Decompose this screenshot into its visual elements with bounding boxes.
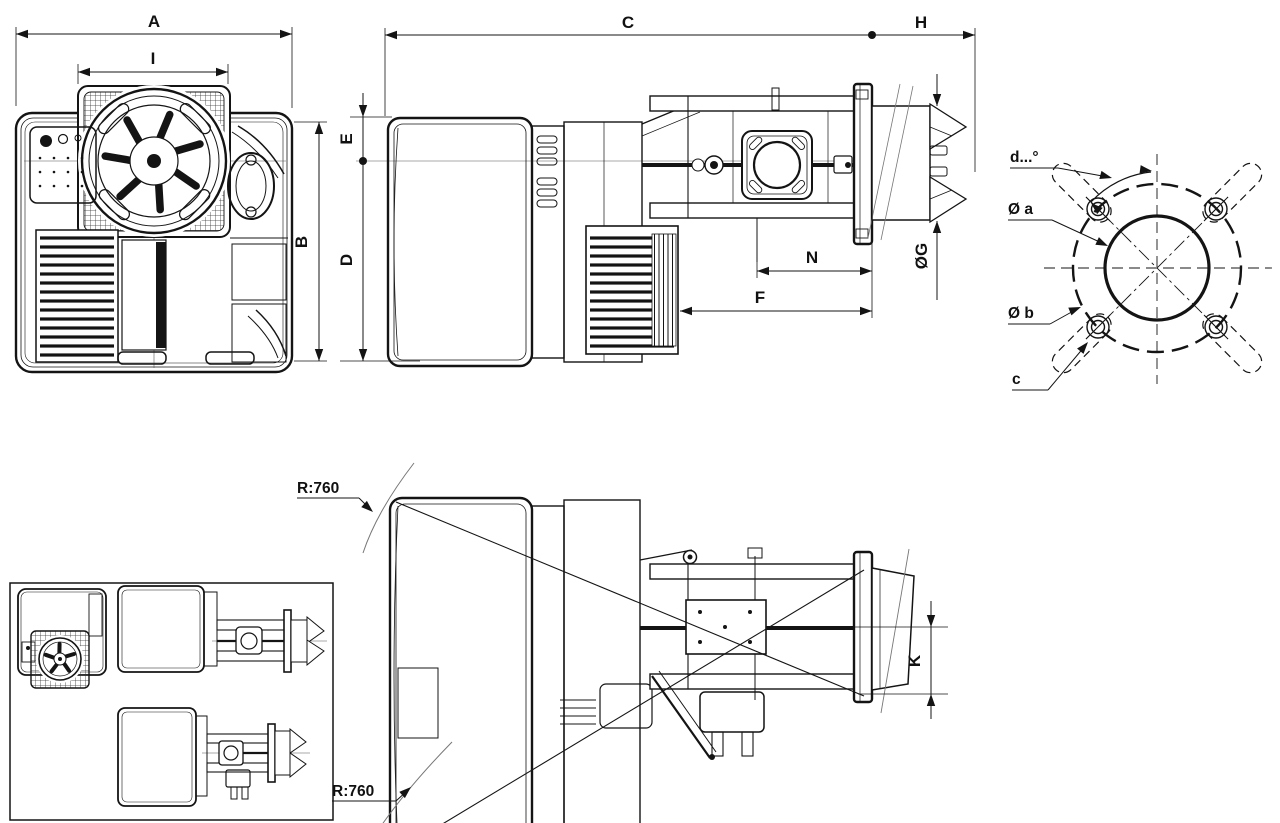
dimension-k-label: K [905,654,924,667]
inset-border [9,582,334,821]
svg-text:R:760: R:760 [332,783,374,800]
svg-text:c: c [1012,371,1021,388]
electrical-box [29,126,97,204]
dimension-g-label: ØG [912,243,931,269]
bolt-circle [1071,182,1243,354]
burner-tube-swing [639,547,915,760]
mini-side-view-top [117,585,327,673]
swing-arc-top [362,462,415,554]
intake-coil-block [585,225,679,355]
burner-tube-assembly [642,87,855,262]
dimension-n-label: N [806,248,818,267]
housing-panels [117,125,288,365]
dimension-c: C [384,13,876,116]
mini-side-view-bottom [117,707,310,807]
dimension-a: A [15,12,293,108]
combustion-head [867,83,968,241]
gas-connection-flange [741,130,813,200]
inset-orientation-views [9,582,334,821]
dimension-i-label: I [151,49,156,68]
side-view [356,82,968,368]
pump-flange [227,152,275,220]
dimension-a-label: A [148,12,160,31]
mini-front-view [17,588,107,689]
radius-label-top: R:760 [297,480,373,512]
dimension-n: N [756,112,873,318]
dimension-h: H [872,13,976,172]
flange-label-dia-b: Ø b [1008,305,1081,325]
dimension-b-label: B [292,236,311,248]
dimension-f-label: F [755,288,765,307]
swing-arc-bottom [382,741,453,823]
svg-text:R:760: R:760 [297,480,339,497]
dimension-b: B [292,121,327,362]
fan-impeller [80,87,228,235]
swing-envelope-lines [362,462,865,823]
dimension-k: K [848,601,948,719]
air-intake-grille [35,229,167,363]
angle-arc [1090,171,1152,203]
dimension-e-label: E [337,133,356,144]
mounting-flange [852,82,874,246]
dimension-g: ØG [912,74,942,300]
dimension-d-label: D [337,254,356,266]
svg-text:d...°: d...° [1010,149,1039,166]
svg-text:Ø b: Ø b [1008,305,1034,322]
front-view [14,85,294,374]
burner-housing-swing [388,496,653,823]
flange-bore-circle [1103,214,1211,322]
dimension-f: F [680,288,872,316]
dimension-i: I [77,49,229,84]
dimension-c-label: C [622,13,634,32]
flange-label-angle: d...° [1010,149,1112,179]
radius-label-bottom: R:760 [332,783,411,802]
dimension-h-label: H [915,13,927,32]
dimension-e: E [337,93,392,361]
swing-radius-view: R:760 R:760 K [297,462,948,823]
flange-pattern-view: d...° Ø a Ø b c [1008,149,1272,391]
dimension-d: D [337,254,420,362]
svg-text:Ø a: Ø a [1008,201,1033,218]
flange-label-slot-c: c [1012,342,1088,391]
flange-label-dia-a: Ø a [1008,201,1108,246]
